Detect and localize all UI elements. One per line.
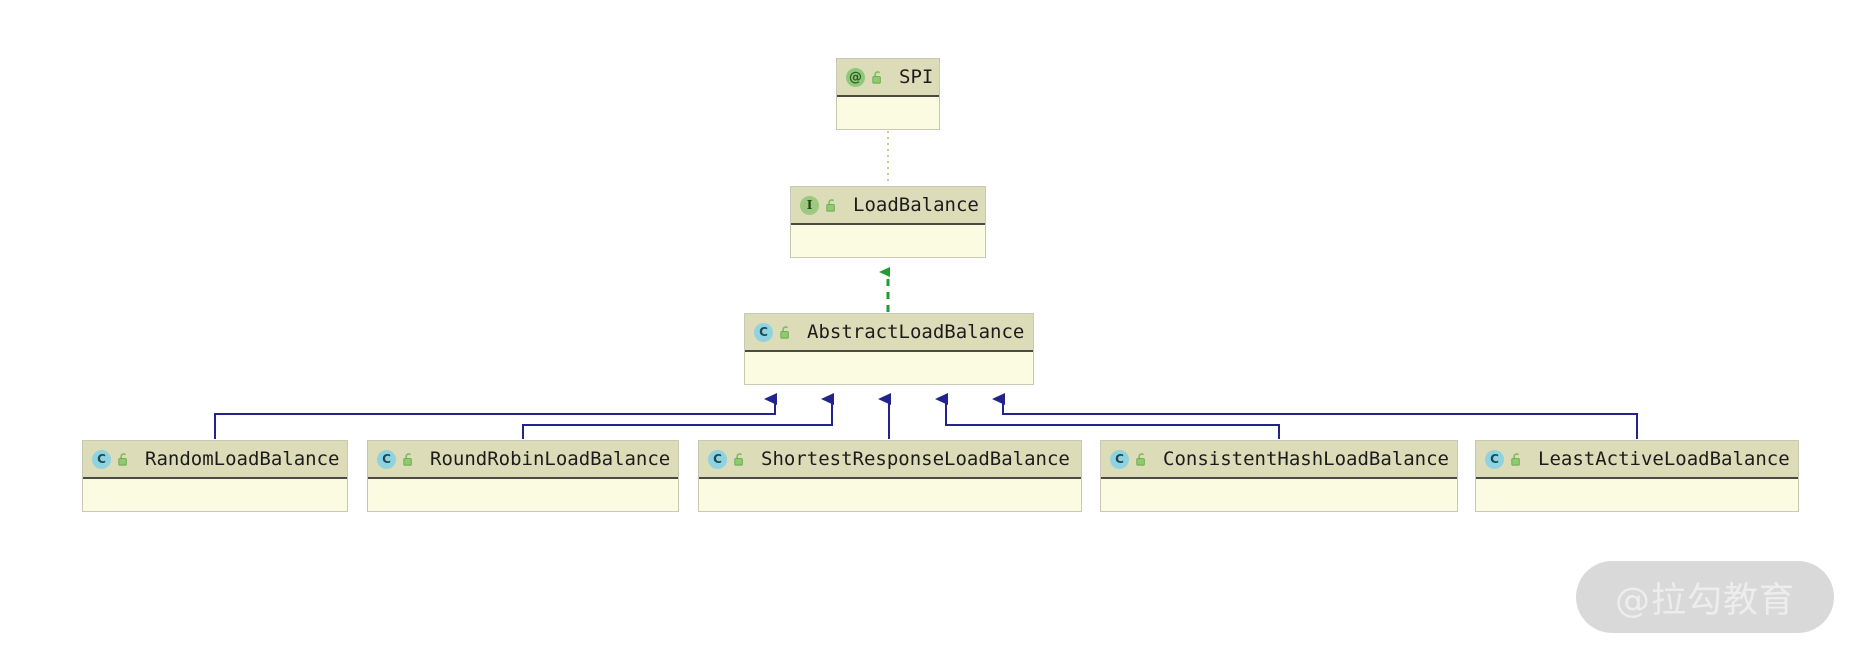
unlock-icon [824,198,839,213]
annotation-at-icon: @ [846,67,865,87]
watermark-text: @拉勾教育 [1614,580,1795,621]
uml-node-title: LoadBalance [853,194,979,216]
uml-node-body [745,352,1033,384]
uml-node-title: LeastActiveLoadBalance [1538,448,1790,470]
uml-node-header: C LeastActiveLoadBalance [1476,441,1798,479]
uml-node-abstractloadbalance[interactable]: C AbstractLoadBalance [744,313,1034,385]
class-icon: C [377,449,396,469]
uml-node-header: C RoundRobinLoadBalance [368,441,678,479]
uml-node-body [83,479,347,511]
uml-node-header: I LoadBalance [791,187,985,225]
edge-random-to-abstract [214,393,777,439]
unlock-icon [732,452,747,467]
uml-node-header: C ShortestResponseLoadBalance [699,441,1081,479]
uml-node-body [837,97,939,129]
edge-roundrobin-to-abstract [522,393,834,439]
unlock-icon [116,452,131,467]
uml-node-roundrobinloadbalance[interactable]: C RoundRobinLoadBalance [367,440,679,512]
uml-node-header: @ SPI [837,59,939,97]
class-icon: C [708,449,727,469]
uml-node-shortestresponseloadbalance[interactable]: C ShortestResponseLoadBalance [698,440,1082,512]
uml-node-body [1101,479,1457,511]
uml-node-title: AbstractLoadBalance [807,321,1025,343]
uml-node-leastactiveloadbalance[interactable]: C LeastActiveLoadBalance [1475,440,1799,512]
uml-node-header: C ConsistentHashLoadBalance [1101,441,1457,479]
uml-node-title: ConsistentHashLoadBalance [1163,448,1449,470]
uml-node-body [791,225,985,257]
unlock-icon [1134,452,1149,467]
interface-icon: I [800,195,819,215]
edge-consistenthash-to-abstract [935,393,1280,439]
uml-node-title: SPI [899,66,934,88]
uml-node-randomloadbalance[interactable]: C RandomLoadBalance [82,440,348,512]
edge-leastactive-to-abstract [992,393,1638,439]
watermark-badge: @拉勾教育 [1576,561,1834,633]
uml-node-body [699,479,1081,511]
class-icon: C [754,322,773,342]
uml-node-consistenthashloadbalance[interactable]: C ConsistentHashLoadBalance [1100,440,1458,512]
unlock-icon [778,325,793,340]
unlock-icon [870,70,885,85]
uml-node-loadbalance[interactable]: I LoadBalance [790,186,986,258]
unlock-icon [401,452,416,467]
class-icon: C [1110,449,1129,469]
uml-node-header: C RandomLoadBalance [83,441,347,479]
uml-node-title: ShortestResponseLoadBalance [761,448,1070,470]
uml-node-body [368,479,678,511]
uml-node-title: RoundRobinLoadBalance [430,448,671,470]
uml-node-header: C AbstractLoadBalance [745,314,1033,352]
uml-node-spi[interactable]: @ SPI [836,58,940,130]
uml-node-body [1476,479,1798,511]
class-icon: C [1485,449,1504,469]
class-icon: C [92,449,111,469]
uml-node-title: RandomLoadBalance [145,448,340,470]
unlock-icon [1509,452,1524,467]
